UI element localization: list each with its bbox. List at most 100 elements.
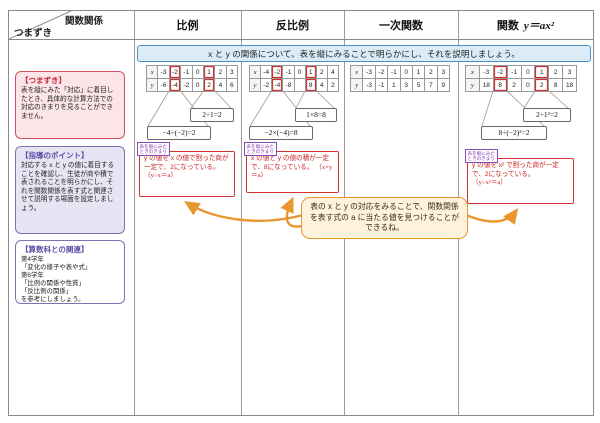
table-cell: -2	[271, 65, 284, 79]
table-cell: -4	[260, 65, 273, 79]
table-cell: -1	[180, 65, 193, 79]
header-row: 関数関係 つまずき 比例 反比例 一次関数 関数 y＝ax²	[9, 11, 593, 40]
column-header-proportion: 比例	[134, 11, 241, 39]
table-cell: 18	[562, 78, 577, 92]
table-cell: 0	[191, 78, 204, 92]
rule-tag: 表を縦にみた ときのきまり	[137, 142, 170, 156]
table-cell: -1	[506, 65, 522, 79]
rule-text: x の値と y の値の積が一定で、8になっている。	[251, 155, 330, 171]
table-cell: 0	[399, 65, 413, 79]
table-cell	[293, 78, 306, 92]
table-cell: 18	[478, 78, 494, 92]
table-cell: 3	[436, 65, 451, 79]
table-cell: 7	[424, 78, 438, 92]
table-cell: 2	[202, 78, 216, 92]
stumble-title: 【つまずき】	[21, 76, 66, 85]
rule-formula: （x×y＝a）	[251, 163, 333, 180]
table-cell: 5	[411, 78, 426, 92]
column-header-label: 一次関数	[379, 20, 423, 32]
table-cell: -1	[374, 78, 389, 92]
diagonal-divider	[9, 11, 72, 39]
table-cell: 6	[225, 78, 239, 92]
table-cell: -2	[168, 65, 182, 79]
arithmetic-link-title: 【算数科との関連】	[21, 245, 89, 254]
rule-formula: （y÷x＝a）	[144, 172, 177, 180]
teaching-point-title: 【指導のポイント】	[21, 151, 89, 160]
rule-tag: 表を縦にみた ときのきまり	[244, 142, 277, 156]
table-cell: -3	[362, 65, 376, 79]
center-note: 表の x と y の対応をみることで、関数関係を表す式の a に当たる値を見つけ…	[301, 197, 468, 239]
rule-tag: 表を縦にみた ときのきまり	[465, 149, 498, 163]
table-cell: 2	[548, 65, 564, 79]
table-cell: 1	[304, 65, 317, 79]
rule-text: y の値を x² で割った商が一定で、2になっている。	[472, 162, 559, 178]
quadratic-rule-box: 表を縦にみた ときのきまり y の値を x² で割った商が一定で、2になっている…	[465, 149, 574, 204]
worksheet-page: 関数関係 つまずき 比例 反比例 一次関数 関数 y＝ax² x と y の関係…	[8, 10, 594, 416]
row-label: y	[465, 78, 480, 92]
table-cell: 8	[492, 78, 508, 92]
column-divider	[241, 11, 242, 415]
stumble-box: 【つまずき】 表を縦にみた「対応」に着目したとき、具体的な計算方法での対応のきま…	[15, 71, 125, 139]
instruction-banner: x と y の関係について、表を縦にみることで明らかにし、それを説明しましょう。	[137, 45, 591, 62]
row-label: x	[145, 65, 159, 79]
column-header-inverse-proportion: 反比例	[241, 11, 344, 39]
table-cell: -3	[478, 65, 494, 79]
column-divider	[134, 11, 135, 415]
table-cell: 0	[520, 78, 536, 92]
table-cell: -4	[271, 78, 284, 92]
table-cell: -3	[362, 78, 376, 92]
table-cell: 4	[315, 78, 328, 92]
table-cell: 3	[562, 65, 577, 79]
table-cell: -1	[387, 65, 401, 79]
table-cell: 0	[520, 65, 536, 79]
teaching-point-body: 対応する x と y の値に着目することを確認し、生徒が商や積で表されることを明…	[21, 162, 115, 212]
column-header-quadratic-function: 関数 y＝ax²	[458, 11, 593, 39]
table-cell: 2	[534, 78, 550, 92]
row-label: x	[465, 65, 480, 79]
row-label: x	[349, 65, 364, 79]
table-cell: 3	[399, 78, 413, 92]
proportion-rule-box: 表を縦にみた ときのきまり y の値を x の値で割った商が一定で、2になってい…	[137, 142, 235, 197]
corner-label-bottom: つまずき	[14, 28, 53, 39]
table-cell: 8	[304, 78, 317, 92]
table-cell: 1	[411, 65, 426, 79]
table-cell: 2	[214, 65, 227, 79]
table-cell: 2	[424, 65, 438, 79]
column-header-label: 比例	[176, 20, 199, 32]
table-cell: 0	[191, 65, 204, 79]
table-cell: 8	[548, 78, 564, 92]
table-cell: 1	[387, 78, 401, 92]
table-cell: -8	[282, 78, 295, 92]
teaching-point-box: 【指導のポイント】 対応する x と y の値に着目することを確認し、生徒が商や…	[15, 146, 125, 234]
column-header-label: 関数	[496, 20, 519, 32]
column-header-formula: y＝ax²	[523, 20, 555, 32]
quadratic-callout-lower: 8÷(−2)²=2	[481, 126, 547, 140]
table-cell: -2	[492, 65, 508, 79]
row-label: y	[145, 78, 159, 92]
table-cell: -6	[157, 78, 170, 92]
row-label: y	[248, 78, 262, 92]
table-cell: 1	[202, 65, 216, 79]
table-cell: 2	[326, 78, 340, 92]
table-cell: -2	[260, 78, 273, 92]
table-cell: 2	[506, 78, 522, 92]
table-cell: -3	[157, 65, 170, 79]
table-cell: -2	[180, 78, 193, 92]
table-cell: 9	[436, 78, 451, 92]
header-corner-cell: 関数関係 つまずき	[9, 11, 134, 39]
table-cell: 4	[214, 78, 227, 92]
rule-formula: （y÷x²＝a）	[472, 179, 507, 187]
table-cell: -2	[374, 65, 389, 79]
inverse-callout-upper: 1×8=8	[295, 108, 337, 122]
row-label: x	[248, 65, 262, 79]
corner-label-top: 関数関係	[65, 16, 104, 27]
table-cell: -4	[168, 78, 182, 92]
proportion-callout-lower: −4÷(−2)=2	[147, 126, 211, 140]
